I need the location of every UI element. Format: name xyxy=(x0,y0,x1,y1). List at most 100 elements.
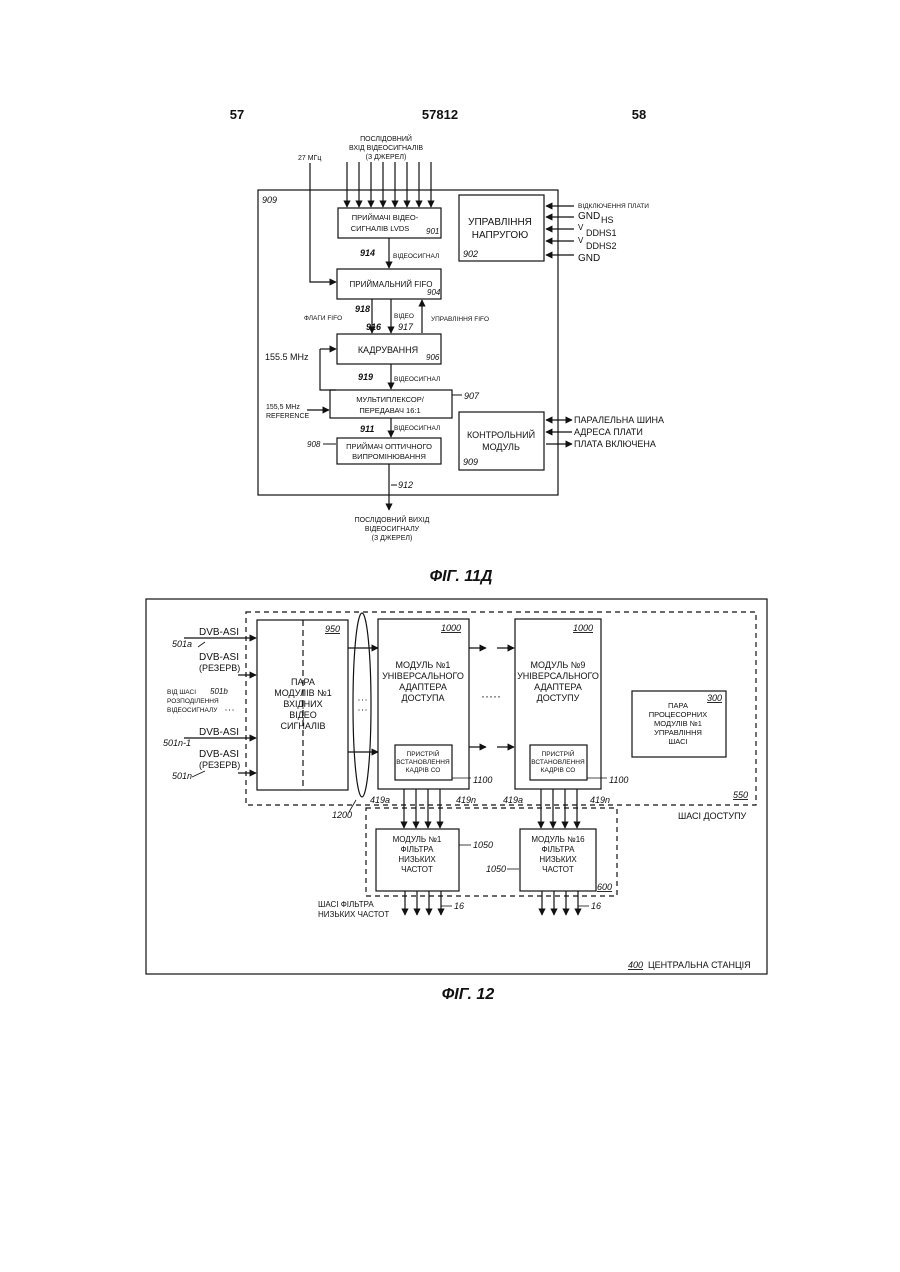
lpf-output-arrows xyxy=(405,891,589,915)
power-control-label: УПРАВЛІННЯ xyxy=(468,217,532,228)
lpf16-label: МОДУЛЬ №16 xyxy=(531,835,585,844)
svg-text:GND: GND xyxy=(578,253,600,264)
svg-text:HS: HS xyxy=(601,215,614,225)
framer1-ref: 1100 xyxy=(473,775,492,785)
port-a-1: 419a xyxy=(370,795,390,805)
svg-text:ШАСІ: ШАСІ xyxy=(668,737,687,746)
input-arrows xyxy=(347,162,431,207)
input-top-label: ПОСЛІДОВНИЙ ВХІД ВІДЕОСИГНАЛІВ (З ДЖЕРЕЛ… xyxy=(349,134,423,161)
svg-text:·····: ····· xyxy=(481,689,501,703)
svg-text:(З ДЖЕРЕЛ): (З ДЖЕРЕЛ) xyxy=(372,535,413,542)
input-1-ref: 501a xyxy=(172,639,192,649)
input-pair-ref: 950 xyxy=(325,624,340,634)
port-a-9: 419a xyxy=(503,795,523,805)
svg-text:ПОСЛІДОВНИЙ ВИХІД: ПОСЛІДОВНИЙ ВИХІД xyxy=(355,515,430,524)
bus-ellipse: ⋮⋮ xyxy=(348,613,378,812)
svg-text:ВІДЕОСИГНАЛУ: ВІДЕОСИГНАЛУ xyxy=(167,707,218,714)
ref-155-label: 155,5 MHz xyxy=(266,404,300,411)
central-station-frame xyxy=(146,599,767,974)
framing-ref: 906 xyxy=(426,353,440,362)
uaa1-label: МОДУЛЬ №1 xyxy=(396,660,451,670)
svg-text:GND: GND xyxy=(578,211,600,222)
sig-919-label: ВІДЕОСИГНАЛ xyxy=(394,376,440,383)
svg-text:⋮: ⋮ xyxy=(224,705,235,715)
page-number-right: 58 xyxy=(632,107,646,122)
framer1-label: ПРИСТРІЙ xyxy=(407,749,440,758)
clock-27-label: 27 МГц xyxy=(298,155,321,162)
lvds-receiver-label: ПРИЙМАЧІ ВІДЕО- xyxy=(352,213,419,222)
central-station-label: ЦЕНТРАЛЬНА СТАНЦІЯ xyxy=(648,960,751,970)
svg-text:РОЗПОДІЛЕННЯ: РОЗПОДІЛЕННЯ xyxy=(167,698,219,705)
board-ref: 909 xyxy=(262,195,277,205)
sig-918: 918 xyxy=(355,304,370,314)
input-pair-label: ПАРА xyxy=(291,677,315,687)
power-control-ref: 902 xyxy=(463,249,478,259)
svg-text:DDHS1: DDHS1 xyxy=(586,228,617,238)
control-signals: ПАРАЛЕЛЬНА ШИНА АДРЕСА ПЛАТИ ПЛАТА ВКЛЮЧ… xyxy=(574,415,664,449)
distribution-ref: 501b xyxy=(210,687,228,696)
optical-label: ПРИЙМАЧ ОПТИЧНОГО xyxy=(346,442,432,451)
svg-text:ЧАСТОТ: ЧАСТОТ xyxy=(401,865,433,874)
svg-text:КАДРІВ СО: КАДРІВ СО xyxy=(541,767,576,774)
framer9-ref: 1100 xyxy=(609,775,628,785)
svg-text:ФІЛЬТРА: ФІЛЬТРА xyxy=(400,845,434,854)
lpf1-label: МОДУЛЬ №1 xyxy=(393,835,442,844)
sig-919: 919 xyxy=(358,372,373,382)
svg-text:ЧАСТОТ: ЧАСТОТ xyxy=(542,865,574,874)
input-3-label: DVB-ASI xyxy=(199,727,239,738)
fifo-label: ПРИЙМАЛЬНИЙ FIFO xyxy=(350,280,433,289)
svg-text:V: V xyxy=(578,236,584,245)
page-number-left: 57 xyxy=(230,107,244,122)
flags-fifo-label: ФЛАГИ FIFO xyxy=(304,315,342,322)
control-module-ref: 909 xyxy=(463,457,478,467)
sig-911: 911 xyxy=(360,424,374,434)
svg-text:МОДУЛІВ №1: МОДУЛІВ №1 xyxy=(274,688,332,698)
port-n-9: 419n xyxy=(590,795,610,805)
svg-text:ВИПРОМІНЮВАННЯ: ВИПРОМІНЮВАННЯ xyxy=(352,452,426,461)
figure-12: 400 ЦЕНТРАЛЬНА СТАНЦІЯ 550 ШАСІ ДОСТУПУ … xyxy=(146,599,767,974)
distribution-label: ВІД ШАСІ xyxy=(167,689,196,696)
video-label: ВІДЕО xyxy=(394,313,414,320)
input-2-sub: (РЕЗЕРВ) xyxy=(199,663,240,673)
svg-text:DDHS2: DDHS2 xyxy=(586,241,617,251)
access-chassis-ref: 550 xyxy=(733,790,748,800)
uaa9-ref: 1000 xyxy=(573,623,593,633)
svg-text:ВСТАНОВЛЕННЯ: ВСТАНОВЛЕННЯ xyxy=(531,759,585,766)
svg-text:УПРАВЛІННЯ: УПРАВЛІННЯ xyxy=(654,728,702,737)
input-4-ref: 501n xyxy=(172,771,192,781)
sig-914-label: ВІДЕОСИГНАЛ xyxy=(393,253,439,260)
page-header: 57 57812 58 xyxy=(230,107,646,122)
svg-text:ФІЛЬТРА: ФІЛЬТРА xyxy=(541,845,575,854)
clock-155-line xyxy=(320,349,336,390)
svg-text:ПЕРЕДАВАЧ 16:1: ПЕРЕДАВАЧ 16:1 xyxy=(359,406,420,415)
port-n-1: 419n xyxy=(456,795,476,805)
sig-914: 914 xyxy=(360,248,375,258)
svg-text:НИЗЬКИХ: НИЗЬКИХ xyxy=(539,855,577,864)
framing-label: КАДРУВАННЯ xyxy=(358,345,418,355)
bus-ref: 1200 xyxy=(332,810,352,820)
svg-text:ВХІД ВІДЕОСИГНАЛІВ: ВХІД ВІДЕОСИГНАЛІВ xyxy=(349,145,423,152)
figure-11d: ПОСЛІДОВНИЙ ВХІД ВІДЕОСИГНАЛІВ (З ДЖЕРЕЛ… xyxy=(258,134,664,542)
mux-ref: 907 xyxy=(464,391,480,401)
lpf-chassis-ref: 600 xyxy=(597,882,612,892)
dvb-inputs: DVB-ASI 501a DVB-ASI (РЕЗЕРВ) ВІД ШАСІ Р… xyxy=(163,627,240,781)
svg-text:МОДУЛІВ №1: МОДУЛІВ №1 xyxy=(654,719,702,728)
sig-912: 912 xyxy=(398,480,413,490)
lvds-receiver-ref: 901 xyxy=(426,227,439,236)
svg-text:ВХІДНИХ: ВХІДНИХ xyxy=(283,699,322,709)
svg-text:ПОСЛІДОВНИЙ: ПОСЛІДОВНИЙ xyxy=(360,134,412,143)
lpf16-ref: 1050 xyxy=(486,864,506,874)
svg-text:АДРЕСА ПЛАТИ: АДРЕСА ПЛАТИ xyxy=(574,427,643,437)
uaa-link-arrows: ····· xyxy=(469,648,514,747)
clock-27-line xyxy=(310,163,336,282)
svg-text:(З ДЖЕРЕЛ): (З ДЖЕРЕЛ) xyxy=(366,154,407,161)
access-chassis-label: ШАСІ ДОСТУПУ xyxy=(678,811,747,821)
uaa1-ref: 1000 xyxy=(441,623,461,633)
sig-911-label: ВІДЕОСИГНАЛ xyxy=(394,425,440,432)
svg-text:НИЗЬКИХ ЧАСТОТ: НИЗЬКИХ ЧАСТОТ xyxy=(318,910,389,919)
svg-text:V: V xyxy=(578,223,584,232)
figure-12-caption: ФІГ. 12 xyxy=(442,986,495,1003)
power-signals: ВІДКЛЮЧЕННЯ ПЛАТИ GND HS V DDHS1 V DDHS2… xyxy=(578,203,649,264)
svg-text:ВІДЕОСИГНАЛУ: ВІДЕОСИГНАЛУ xyxy=(365,526,420,533)
